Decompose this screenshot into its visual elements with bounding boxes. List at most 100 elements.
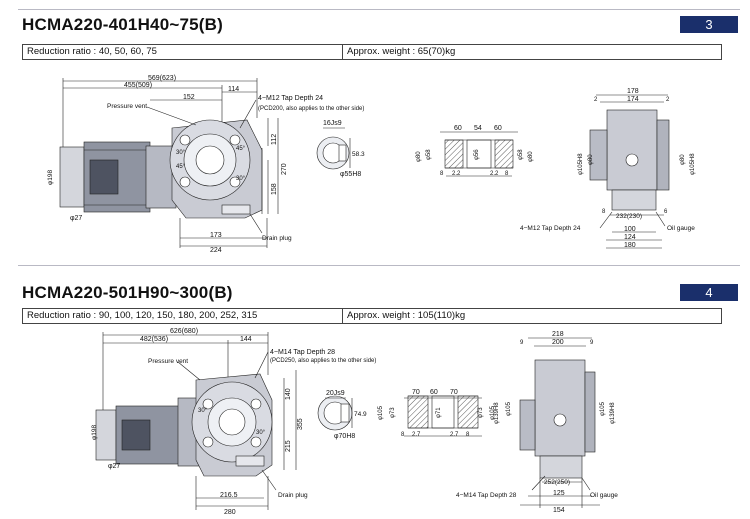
approx-weight-2: Approx. weight : 105(110)kg <box>347 310 466 321</box>
mid-8-a: 8 <box>440 171 444 177</box>
keyway-depth-2: 74.9 <box>354 411 367 418</box>
angle-30-a-2: 30° <box>198 408 208 414</box>
mid-2-2-a: 2.2 <box>452 171 461 177</box>
tap-note-1: 4−M12 Tap Depth 24 <box>258 95 323 102</box>
mid-phi58-a: φ58 <box>426 149 432 160</box>
mid-8-b-2: 8 <box>466 432 470 438</box>
end-218: 218 <box>552 331 564 338</box>
end-100: 100 <box>624 226 636 233</box>
dim-216-5: 216.5 <box>220 492 238 499</box>
end-154: 154 <box>553 507 565 514</box>
end-232: 232(230) <box>616 213 642 220</box>
dim-overall-length-1: 569(623) <box>148 75 176 82</box>
end-phi105-b: φ105H8 <box>690 153 696 175</box>
end-phi80-a: φ80 <box>588 154 594 165</box>
mid-phi71: φ71 <box>436 407 442 418</box>
pcd-note-2: (PCD250, also applies to the other side) <box>270 358 376 364</box>
oil-gauge-label-2: Oil gauge <box>590 492 618 499</box>
dim-224: 224 <box>210 247 222 254</box>
dim-355: 355 <box>297 418 304 430</box>
mid-phi73-b: φ73 <box>478 407 484 418</box>
end-200: 200 <box>552 339 564 346</box>
end-8: 8 <box>602 209 606 215</box>
pcd-note-1: (PCD200, also applies to the other side) <box>258 106 364 112</box>
mid-phi105-b: φ105 <box>490 405 496 420</box>
mid-60-b: 60 <box>494 125 502 132</box>
dim-144: 144 <box>240 336 252 343</box>
mid-phi80-b: φ80 <box>528 151 534 162</box>
pressure-vent-label-2: Pressure vent <box>148 358 188 365</box>
end-9-a: 9 <box>520 340 524 346</box>
oil-gauge-label-1: Oil gauge <box>667 225 695 232</box>
end-phi105-a: φ105H8 <box>578 153 584 175</box>
mid-2-7-a: 2.7 <box>412 432 421 438</box>
dim-158: 158 <box>271 183 278 195</box>
end-125: 125 <box>553 490 565 497</box>
angle-45-b-1: 45° <box>236 146 246 152</box>
dim-152: 152 <box>183 94 195 101</box>
reduction-ratio-1: Reduction ratio : 40, 50, 60, 75 <box>23 45 343 59</box>
end-6: 6 <box>664 209 668 215</box>
end-phi139-a: φ139H8 <box>494 402 500 424</box>
top-divider <box>18 9 740 10</box>
dim-length-2: 482(536) <box>140 336 168 343</box>
dim-173: 173 <box>210 232 222 239</box>
section-divider <box>18 265 740 266</box>
bore-dia-1: φ55H8 <box>340 171 361 178</box>
dim-280: 280 <box>224 509 236 516</box>
end-phi139-b: φ139H8 <box>610 402 616 424</box>
end-178: 178 <box>627 88 639 95</box>
angle-30-b-2: 30° <box>256 430 266 436</box>
tap-note-2: 4−M14 Tap Depth 28 <box>270 349 335 356</box>
pressure-vent-label-1: Pressure vent <box>107 103 147 110</box>
mid-2-7-b: 2.7 <box>450 432 459 438</box>
end-phi105-a: φ105 <box>506 401 512 416</box>
foot-dia-2: φ27 <box>108 463 120 470</box>
foot-dia-1: φ27 <box>70 215 82 222</box>
dim-112: 112 <box>271 134 278 145</box>
dim-270: 270 <box>281 163 288 175</box>
end-252: 252(250) <box>544 479 570 486</box>
tap-note-end-1: 4−M12 Tap Depth 24 <box>520 225 581 232</box>
page-number-badge-1: 3 <box>680 16 738 33</box>
model-title-1: HCMA220-401H40~75(B) <box>22 15 224 34</box>
angle-45-a-1: 45° <box>176 164 186 170</box>
mid-60-a: 60 <box>454 125 462 132</box>
dim-114: 114 <box>228 86 239 93</box>
dim-length-1: 455(509) <box>124 82 152 89</box>
end-124: 124 <box>624 234 636 241</box>
end-174: 174 <box>627 96 639 103</box>
mid-60: 60 <box>430 389 438 396</box>
drain-plug-label-1: Drain plug <box>262 235 292 242</box>
end-2-a: 2 <box>594 97 598 103</box>
mid-phi56: φ56 <box>474 149 480 160</box>
mid-phi73-a: φ73 <box>390 407 396 418</box>
reduction-ratio-2: Reduction ratio : 90, 100, 120, 150, 180… <box>23 309 343 323</box>
keyway-depth-1: 58.3 <box>352 151 365 158</box>
mid-54: 54 <box>474 125 482 132</box>
motor-dia-1: φ198 <box>47 170 54 185</box>
mid-8-a-2: 8 <box>401 432 405 438</box>
mid-phi105-a: φ105 <box>378 405 384 420</box>
mid-70-b: 70 <box>450 389 458 396</box>
end-phi80-b: φ80 <box>680 154 686 165</box>
keyway-width-2: 20Js9 <box>326 390 345 397</box>
mid-phi80-a: φ80 <box>416 151 422 162</box>
angle-30-b-1: 30° <box>236 176 246 182</box>
approx-weight-1: Approx. weight : 65(70)kg <box>347 46 456 57</box>
dim-215: 215 <box>285 440 292 452</box>
dim-140: 140 <box>285 388 292 400</box>
spec-bar-1: Reduction ratio : 40, 50, 60, 75 Approx.… <box>22 44 722 60</box>
end-2-b: 2 <box>666 97 670 103</box>
end-180: 180 <box>624 242 636 249</box>
dim-overall-length-2: 626(680) <box>170 328 198 335</box>
keyway-width-1: 16Js9 <box>323 120 342 127</box>
tap-note-end-2: 4−M14 Tap Depth 28 <box>456 492 517 499</box>
mid-70-a: 70 <box>412 389 420 396</box>
page-number-badge-2: 4 <box>680 284 738 301</box>
spec-bar-2: Reduction ratio : 90, 100, 120, 150, 180… <box>22 308 722 324</box>
model-title-2: HCMA220-501H90~300(B) <box>22 283 233 302</box>
